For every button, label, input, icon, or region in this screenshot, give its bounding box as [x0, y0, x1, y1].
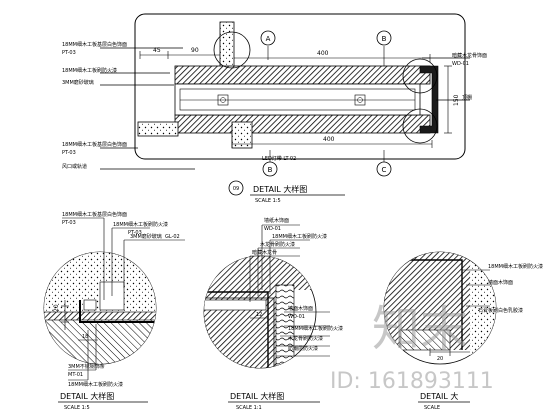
plan-frame	[134, 13, 466, 160]
led-label: LED灯带 LT-02	[262, 155, 296, 162]
fixture-left-dot	[220, 97, 226, 103]
detail-right-callout-3-line1: 石膏板刷白色乳胶漆	[478, 307, 523, 314]
plan-right-callouts: 暗藏木龙骨饰面 WD-01 顶棚	[452, 52, 487, 101]
detail-left-callout-2-line1: 18MM细木工板刷防火漆	[113, 221, 168, 228]
watermark: 知末 ID: 161893111	[330, 301, 494, 394]
plan-left-callouts: 18MM细木工板基层白色饰面 PT-03 18MM细木工板刷防火漆 3MM磨砂玻…	[62, 41, 127, 170]
detail-mid: 12 墙纸木饰面 WD-01 18MM细木工板刷防火漆 木龙骨刷防火漆 暗藏木龙…	[203, 217, 343, 411]
grid-marker-b-top: B	[376, 30, 392, 66]
detail-left-callout-3-line1: 3MM磨砂玻璃	[130, 233, 162, 240]
detail-circle-b-upper	[402, 58, 438, 94]
detail-right-scale: SCALE	[424, 405, 440, 411]
detail-right-dim-20: 20	[437, 356, 443, 362]
watermark-brand: 知末	[372, 301, 468, 357]
detail-right-callout-2-line1: 墙面木饰面	[488, 279, 513, 286]
grid-marker-c-label: C	[382, 166, 387, 174]
fixture-right	[354, 94, 366, 106]
detail-left-callout-1-line2: PT-03	[62, 220, 76, 226]
top-plan: 45 90 400	[62, 13, 487, 204]
detail-mid-callout-5-line1: 墙面木饰面	[288, 305, 313, 312]
detail-left-callouts: 18MM细木工板基层白色饰面 PT-03 18MM细木工板刷防火漆 PT-03 …	[62, 211, 180, 388]
detail-left-callout-1-line1: 18MM细木工板基层白色饰面	[62, 211, 127, 218]
plan-right-callout-1-line2: WD-01	[452, 61, 469, 67]
detail-left-content	[44, 252, 156, 364]
dim-90: 90	[191, 47, 199, 54]
grid-marker-b-bottom-label: B	[268, 166, 273, 174]
plan-dim-bottom	[231, 140, 433, 148]
beam-core	[174, 83, 421, 116]
plan-callout-4-line1: 18MM细木工板基层白色饰面	[62, 141, 127, 148]
plan-left-leaders	[100, 47, 195, 170]
detail-left-callout-3-line2: GL-02	[165, 234, 180, 240]
wall-section-post	[231, 121, 253, 149]
detail-left-callout-4-line1: 3MM不锈钢饰条	[68, 363, 105, 370]
detail-left-callout-4-line2: MT-01	[68, 372, 83, 378]
beam-bottom-layer	[174, 114, 431, 134]
detail-right-callout-1-line1: 18MM细木工板刷防火漆	[488, 263, 543, 270]
beam-top-layer	[174, 65, 431, 85]
plan-right-callout-2-line1: 顶棚	[462, 94, 472, 101]
detail-mid-callout-1-line2: WD-01	[264, 226, 281, 232]
plan-detail-title: DETAIL 大样图	[253, 184, 307, 194]
dim-400-top: 400	[317, 50, 329, 57]
detail-mid-callout-1-line1: 墙纸木饰面	[264, 217, 289, 224]
detail-left-callout-2-line2: PT-03	[128, 230, 142, 236]
beam-inner	[179, 88, 416, 111]
plan-right-leaders	[422, 57, 470, 101]
grid-marker-a-label: A	[266, 35, 271, 43]
detail-mid-callout-7-line1: 木龙骨刷防火漆	[288, 335, 323, 342]
wall-section-upper	[219, 21, 235, 69]
detail-number: 09	[233, 186, 239, 192]
detail-mid-callout-2-line1: 18MM细木工板刷防火漆	[272, 233, 327, 240]
detail-mid-callout-8-line1: 防潮层防火漆	[288, 345, 318, 352]
grid-marker-b-bottom: B	[262, 150, 278, 177]
fixture-right-dot	[357, 97, 363, 103]
detail-mid-callout-6-line1: 18MM细木工板刷防火漆	[288, 325, 343, 332]
plan-scale: SCALE 1:5	[255, 198, 281, 204]
wall-section-lower	[137, 121, 179, 137]
detail-mid-callout-5-line2: WD-01	[288, 314, 305, 320]
watermark-id: ID: 161893111	[330, 369, 494, 394]
plan-dim-top	[227, 54, 431, 62]
dim-400-bottom: 400	[323, 136, 335, 143]
detail-circle-b-lower	[402, 108, 438, 144]
detail-number-circle	[228, 180, 244, 196]
detail-circle-a	[213, 31, 251, 69]
detail-left-leaders	[61, 217, 185, 381]
detail-mid-dim-12: 12	[256, 312, 262, 318]
plan-dim-right	[444, 65, 452, 134]
detail-left-callout-5-line1: 18MM细木工板刷防火漆	[68, 381, 123, 388]
detail-mid-callout-4-line1: 暗藏木龙骨	[252, 249, 277, 256]
detail-mid-scale: SCALE 1:1	[236, 405, 262, 411]
detail-left-title: DETAIL 大样图	[60, 391, 114, 401]
plan-callout-1-line2: PT-03	[62, 50, 76, 56]
detail-left-dim-20: 20	[53, 304, 60, 312]
dim-45: 45	[153, 47, 161, 54]
grid-marker-a: A	[260, 30, 276, 60]
grid-marker-c: C	[376, 150, 392, 177]
plan-right-callout-1-line1: 暗藏木龙骨饰面	[452, 52, 487, 59]
grid-marker-b-top-label: B	[382, 35, 387, 43]
detail-mid-title: DETAIL 大样图	[230, 391, 284, 401]
fixture-left	[217, 94, 229, 106]
plan-callout-5-line1: 风口或轨道	[62, 163, 87, 170]
detail-mid-leaders	[249, 224, 330, 357]
detail-mid-callouts: 墙纸木饰面 WD-01 18MM细木工板刷防火漆 木龙骨刷防火漆 暗藏木龙骨 墙…	[252, 217, 343, 352]
detail-right-callouts: 18MM细木工板刷防火漆 墙面木饰面 石膏板刷白色乳胶漆	[478, 263, 543, 314]
detail-right-leaders	[429, 269, 490, 356]
plan-callout-4-line2: PT-03	[62, 150, 76, 156]
detail-right-title: DETAIL 大	[420, 391, 458, 401]
detail-mid-callout-3-line1: 木龙骨刷防火漆	[260, 241, 295, 248]
detail-left: 20 18 18MM细木工板基层白色饰面 PT-03 18MM细木工板刷防火漆 …	[43, 211, 185, 411]
plan-callout-3-line1: 3MM磨砂玻璃	[62, 79, 94, 86]
detail-left-dim-18: 18	[82, 334, 88, 340]
detail-left-scale: SCALE 1:5	[64, 405, 90, 411]
plan-callout-1-line1: 18MM细木工板基层白色饰面	[62, 41, 127, 48]
plan-callout-2-line1: 18MM细木工板刷防火漆	[62, 67, 117, 74]
